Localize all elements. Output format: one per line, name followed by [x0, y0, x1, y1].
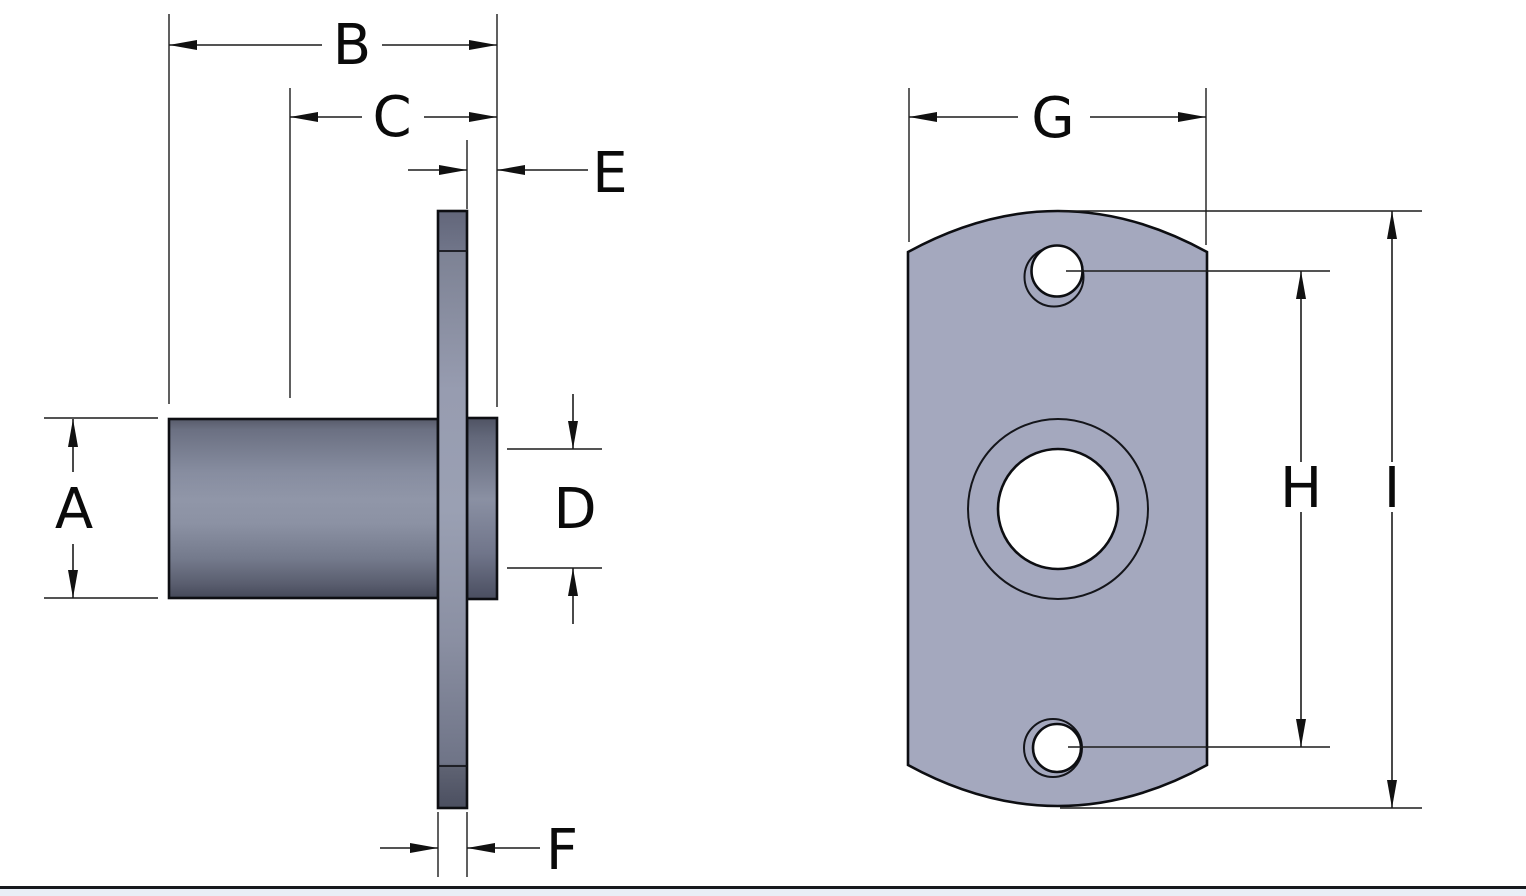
front-view: [906, 209, 1209, 808]
dim-I-arrow-top: [1387, 211, 1397, 239]
dim-H-label: H: [1280, 456, 1322, 521]
dim-A-label: A: [55, 477, 93, 542]
dim-G-arrow-left: [909, 112, 937, 122]
dim-C-arrow-left: [290, 112, 318, 122]
dim-D-label: D: [553, 477, 596, 542]
side-view: [167, 209, 499, 810]
dim-I-arrow-bottom: [1387, 780, 1397, 808]
dimension-I: I: [1060, 210, 1422, 809]
dim-C-label: C: [372, 85, 411, 150]
dimension-D: D: [507, 394, 602, 624]
center-boss-circle: [967, 418, 1149, 600]
flange-edge: [436, 209, 469, 810]
dim-G-label: G: [1031, 86, 1074, 151]
dimension-F: F: [380, 812, 578, 883]
dimension-C: C: [289, 85, 497, 398]
dim-A-arrow-bottom: [68, 570, 78, 598]
dim-C-arrow-right: [469, 112, 497, 122]
mounting-hole-bottom: [1031, 722, 1083, 774]
dim-G-arrow-right: [1178, 112, 1206, 122]
dim-E-arrow-left: [439, 165, 467, 175]
dim-F-label: F: [546, 818, 578, 883]
dim-B-arrow-left: [169, 40, 197, 50]
dim-B-label: B: [333, 13, 371, 78]
footer-strip: [0, 889, 1526, 896]
dimension-B: B: [168, 13, 498, 407]
center-bore-hole: [996, 447, 1120, 571]
rear-boss: [465, 416, 499, 601]
dim-H-arrow-bottom: [1296, 719, 1306, 747]
dimension-G: G: [908, 86, 1207, 245]
dim-D-arrow-bottom: [568, 568, 578, 596]
footer-border-line: [0, 886, 1526, 889]
dim-H-arrow-top: [1296, 271, 1306, 299]
dim-E-label: E: [592, 141, 627, 206]
dimension-E: E: [408, 140, 628, 209]
dim-I-label: I: [1384, 456, 1401, 521]
dim-D-arrow-top: [568, 421, 578, 449]
dim-F-arrow-left: [410, 843, 438, 853]
dimension-H: H: [1066, 270, 1330, 748]
barrel-body: [167, 417, 440, 600]
dim-E-arrow-right: [497, 165, 525, 175]
dim-B-arrow-right: [469, 40, 497, 50]
page-bottom-edge: [0, 886, 1526, 896]
dimension-A: A: [44, 417, 158, 599]
dim-A-arrow-top: [68, 419, 78, 447]
dim-F-arrow-right: [467, 843, 495, 853]
